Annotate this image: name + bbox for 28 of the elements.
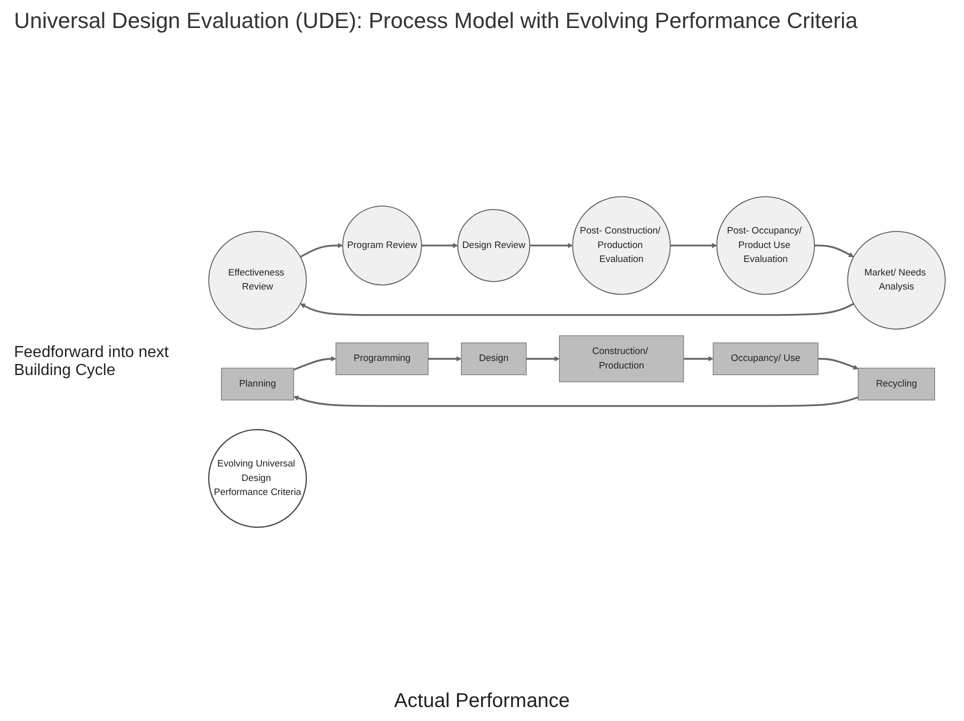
node-box: Occupancy/ Use xyxy=(712,342,818,376)
node-circle: Program Review xyxy=(342,206,422,286)
node-box: Recycling xyxy=(858,368,935,400)
arrow xyxy=(684,356,714,362)
arrow xyxy=(421,242,458,248)
arrow xyxy=(293,396,858,407)
node-circle: Market/ Needs Analysis xyxy=(847,231,946,330)
node-circle: Effectiveness Review xyxy=(208,231,307,330)
node-circle: Post- Construction/ Production Evaluation xyxy=(572,196,671,295)
performance-label: Actual Performance xyxy=(394,690,570,712)
node-circle: Post- Occupancy/ Product Use Evaluation xyxy=(716,196,815,295)
arrow xyxy=(293,356,336,371)
node-box: Design xyxy=(461,342,527,376)
diagram-title: Universal Design Evaluation (UDE): Process Model with Evolving Performance Criteria xyxy=(14,8,859,34)
arrow xyxy=(300,302,854,316)
arrow xyxy=(814,244,854,258)
node-box: Construction/ Production xyxy=(559,335,684,382)
node-circle: Evolving Universal Design Performance Criteria xyxy=(208,429,307,528)
node-circle: Design Review xyxy=(457,209,530,282)
arrow xyxy=(526,356,560,362)
arrow xyxy=(300,242,343,258)
arrow xyxy=(818,358,858,370)
arrow xyxy=(428,356,462,362)
feedforward-note: Feedforward into next Building Cycle xyxy=(14,344,169,379)
node-box: Planning xyxy=(221,368,294,400)
arrow xyxy=(530,242,573,248)
arrow xyxy=(670,242,718,248)
node-box: Programming xyxy=(336,342,428,376)
